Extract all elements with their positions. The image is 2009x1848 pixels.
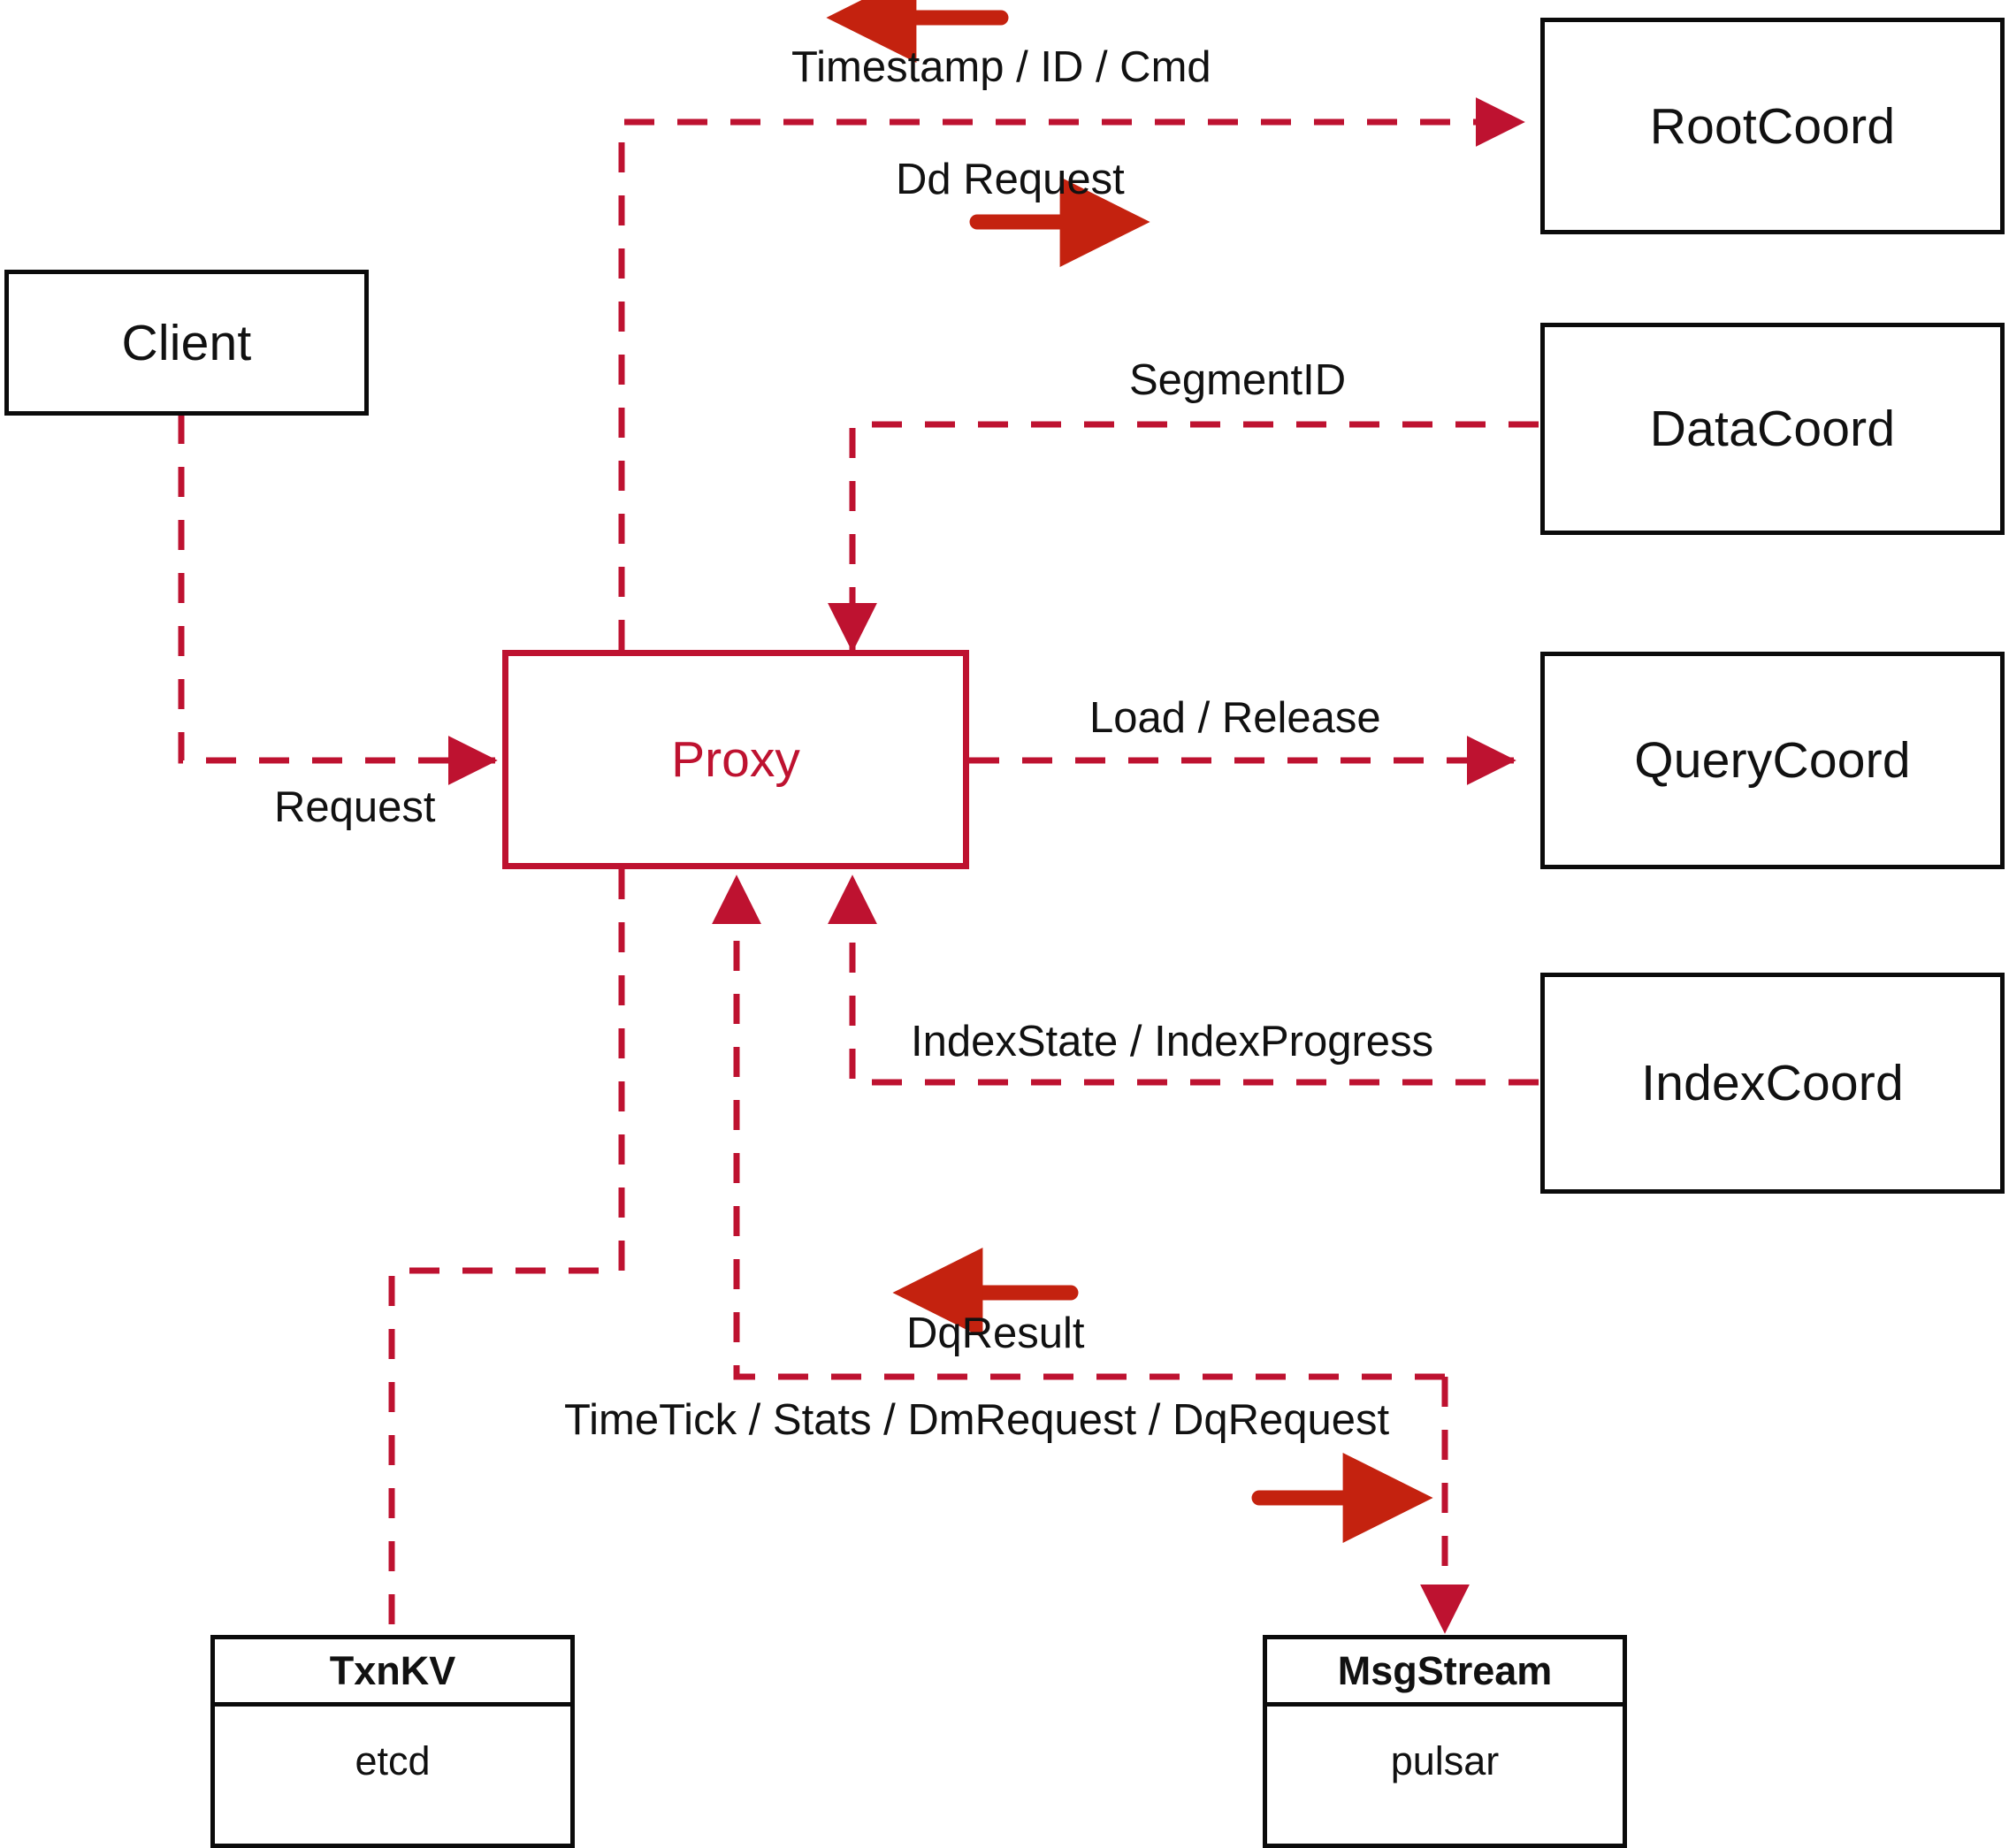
node-client[interactable]: Client xyxy=(4,270,369,416)
node-proxy-label: Proxy xyxy=(671,731,800,788)
node-txnkv-header: TxnKV xyxy=(215,1639,570,1707)
edge-label-dd-request: Dd Request xyxy=(896,156,1125,203)
node-txnkv-body: etcd xyxy=(355,1738,431,1783)
edge-indexcoord-to-proxy xyxy=(828,874,1539,1086)
edge-proxy-to-rootcoord xyxy=(618,97,1525,650)
node-msgstream-body: pulsar xyxy=(1390,1738,1500,1783)
node-txnkv[interactable]: TxnKV etcd xyxy=(210,1635,575,1848)
edge-label-load-release: Load / Release xyxy=(1089,694,1381,742)
edge-msgstream-to-proxy xyxy=(712,874,1445,1380)
node-msgstream-header: MsgStream xyxy=(1267,1639,1623,1707)
edge-label-timetick-stats: TimeTick / Stats / DmRequest / DqRequest xyxy=(564,1396,1390,1444)
edge-label-segment-id: SegmentID xyxy=(1129,356,1347,404)
edge-label-request: Request xyxy=(274,783,436,831)
edge-client-to-proxy xyxy=(178,414,498,785)
edge-proxy-to-txnkv xyxy=(388,869,625,1635)
node-indexcoord-label: IndexCoord xyxy=(1641,1055,1904,1111)
node-rootcoord[interactable]: RootCoord xyxy=(1540,18,2005,234)
node-querycoord[interactable]: QueryCoord xyxy=(1540,652,2005,869)
node-querycoord-label: QueryCoord xyxy=(1634,732,1911,789)
node-indexcoord[interactable]: IndexCoord xyxy=(1540,973,2005,1194)
node-proxy[interactable]: Proxy xyxy=(502,650,969,869)
node-msgstream[interactable]: MsgStream pulsar xyxy=(1263,1635,1627,1848)
edge-label-dqresult: DqResult xyxy=(906,1310,1085,1357)
node-datacoord[interactable]: DataCoord xyxy=(1540,323,2005,535)
node-rootcoord-label: RootCoord xyxy=(1649,97,1896,155)
edge-datacoord-to-proxy xyxy=(828,421,1539,653)
node-datacoord-label: DataCoord xyxy=(1649,401,1896,457)
node-client-label: Client xyxy=(121,314,252,371)
edge-label-timestamp-id-cmd: Timestamp / ID / Cmd xyxy=(791,43,1211,91)
edge-label-index-state-progress: IndexState / IndexProgress xyxy=(911,1018,1434,1065)
